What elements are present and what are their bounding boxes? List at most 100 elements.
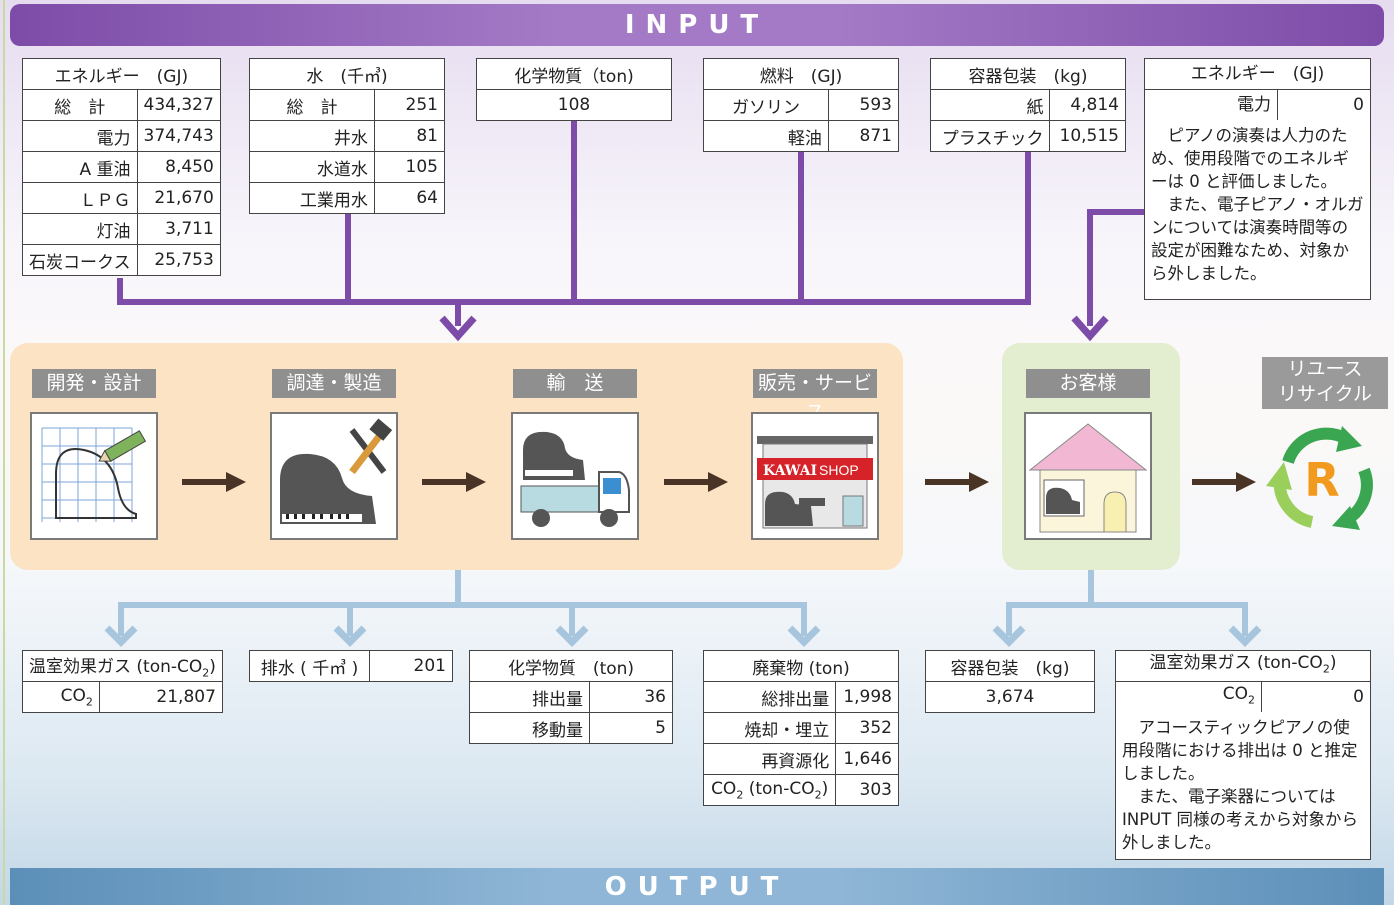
note-text: また、電子ピアノ・オルガンについては演奏時間等の設定が困難なため、対象から外しま… <box>1151 195 1364 283</box>
row-value: 105 <box>373 151 446 183</box>
flow-arrow-4 <box>925 472 989 492</box>
row-value: 251 <box>373 89 446 121</box>
left-rule <box>3 0 5 905</box>
row-label: 電力 <box>1144 89 1278 121</box>
row-label: 石炭コークス <box>22 244 138 276</box>
row-label: 水道水 <box>249 151 375 183</box>
transport-icon <box>511 412 639 540</box>
row-value: 201 <box>369 650 453 682</box>
row-label: 軽油 <box>703 120 829 152</box>
row-value: 0 <box>1261 681 1371 713</box>
table-header: 水 (千㎥) <box>249 58 445 90</box>
row-value: 1,998 <box>835 681 899 713</box>
row-value: 303 <box>835 774 899 806</box>
row-label: CO2 <box>22 681 100 713</box>
row-label: 排水 ( 千㎥ ) <box>249 650 370 682</box>
table-header: 容器包装 (kg) <box>930 58 1126 90</box>
stage-label-design: 開発・設計 <box>32 369 156 398</box>
row-value: 3,711 <box>136 213 221 245</box>
row-label: 移動量 <box>469 712 590 744</box>
design-icon <box>30 412 158 540</box>
stage-label-customer: お客様 <box>1026 369 1150 398</box>
row-value: 4,814 <box>1049 89 1126 121</box>
row-value: 593 <box>827 89 900 121</box>
flow-arrow-5 <box>1192 472 1256 492</box>
recycle-label: リサイクル <box>1277 383 1373 405</box>
row-value: 871 <box>827 120 900 152</box>
row-label: 再資源化 <box>702 743 837 775</box>
table-header: 燃料 (GJ) <box>703 58 899 90</box>
row-label: CO2 <box>1115 681 1262 713</box>
input-banner: INPUT <box>10 4 1384 46</box>
table-header: エネルギー (GJ) <box>22 58 221 90</box>
recycle-icon: R <box>1266 426 1373 530</box>
note-text: また、電子楽器については INPUT 同様の考えから対象から外しました。 <box>1122 787 1359 852</box>
row-label: 工業用水 <box>249 182 375 214</box>
row-label: 総 計 <box>22 89 138 121</box>
row-value: 36 <box>589 681 673 713</box>
recycle-letter: R <box>1304 453 1339 507</box>
row-label: 焼却・埋立 <box>702 712 837 744</box>
row-value: 8,450 <box>136 151 221 183</box>
output-packaging-table: 容器包装 (kg) 3,674 <box>925 650 1095 713</box>
row-label: 井水 <box>249 120 375 152</box>
house-icon <box>1024 412 1152 540</box>
row-value: 3,674 <box>925 681 1095 713</box>
reuse-label: リユース <box>1287 358 1363 380</box>
row-value: 25,753 <box>136 244 221 276</box>
stage-label-manufacturing: 調達・製造 <box>272 369 396 398</box>
stage-label-transport: 輸 送 <box>513 369 637 398</box>
row-label: 灯油 <box>22 213 138 245</box>
row-label: 排出量 <box>469 681 590 713</box>
row-value: 5 <box>589 712 673 744</box>
shop-sign-brand: KAWAI <box>763 463 817 479</box>
note-text: アコースティックピアノの使用段階における排出は 0 と推定しました。 <box>1122 718 1358 783</box>
row-label: CO2 (ton-CO2) <box>702 774 837 806</box>
output-banner: OUTPUT <box>10 868 1384 905</box>
row-label: A 重油 <box>22 151 138 183</box>
output-wastewater-table: 排水 ( 千㎥ )201 <box>249 650 453 682</box>
row-value: 81 <box>373 120 446 152</box>
table-header: 温室効果ガス (ton-CO2) <box>22 650 223 682</box>
row-value: 374,743 <box>136 120 221 152</box>
table-header: 容器包装 (kg) <box>925 650 1095 682</box>
row-label: 総排出量 <box>702 681 837 713</box>
row-value: 21,807 <box>98 681 223 713</box>
row-value: 64 <box>373 182 446 214</box>
flow-arrow-1 <box>182 472 246 492</box>
row-label: 総 計 <box>249 89 375 121</box>
table-header: 化学物質 (ton) <box>469 650 673 682</box>
table-header: 化学物質（ton) <box>476 58 672 90</box>
table-header: エネルギー (GJ) <box>1144 58 1371 90</box>
row-value: 108 <box>476 89 672 121</box>
flow-arrow-2 <box>422 472 486 492</box>
row-value: 434,327 <box>136 89 221 121</box>
row-label: ガソリン <box>703 89 829 121</box>
row-value: 352 <box>835 712 899 744</box>
row-label: 紙 <box>929 89 1051 121</box>
shop-sign-text: SHOP <box>819 462 859 478</box>
row-label: プラスチック <box>929 120 1051 152</box>
flow-arrow-3 <box>664 472 728 492</box>
row-value: 21,670 <box>136 182 221 214</box>
row-value: 1,646 <box>835 743 899 775</box>
row-label: 電力 <box>22 120 138 152</box>
table-header: 廃棄物 (ton) <box>703 650 899 682</box>
input-chemicals-table: 化学物質（ton) 108 <box>476 58 672 121</box>
row-value: 10,515 <box>1049 120 1126 152</box>
row-label: ＬＰＧ <box>22 182 138 214</box>
row-value: 0 <box>1277 89 1371 121</box>
note-text: ピアノの演奏は人力のため、使用段階でのエネルギーは 0 と評価しました。 <box>1151 126 1349 191</box>
table-header: 温室効果ガス (ton-CO2) <box>1115 650 1371 682</box>
reuse-recycle-label: リユース リサイクル <box>1262 357 1388 409</box>
